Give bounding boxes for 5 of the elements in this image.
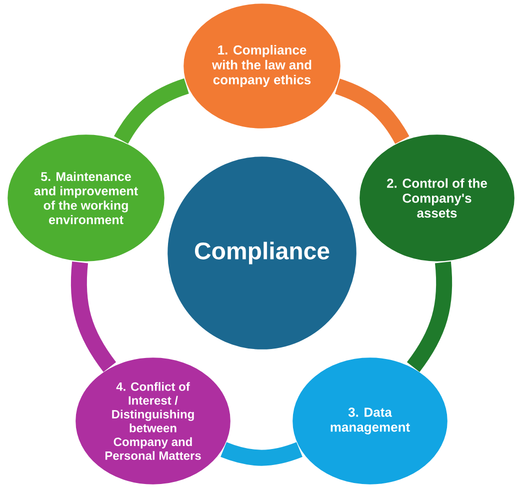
- ring-arc: [406, 262, 452, 372]
- ring-arc: [70, 262, 116, 372]
- ring-arc: [334, 78, 410, 144]
- ring-arc: [220, 442, 302, 466]
- ring-arc: [114, 78, 190, 144]
